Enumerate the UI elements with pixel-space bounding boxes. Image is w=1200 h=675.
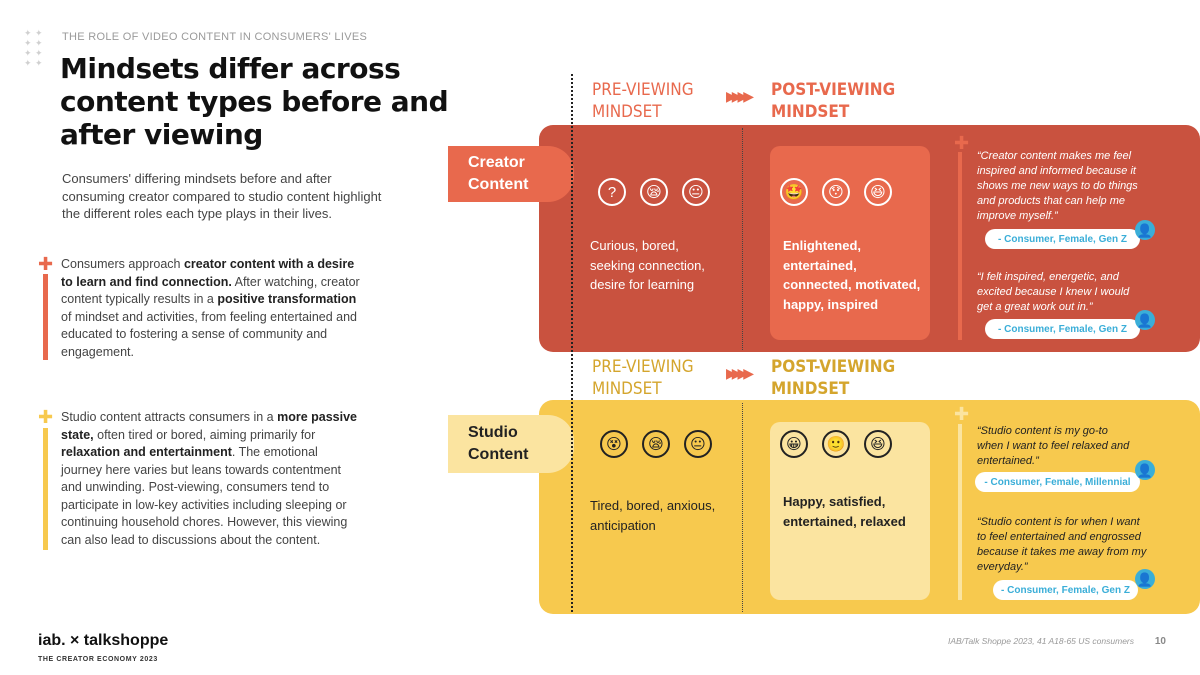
studio-quote-1-attribution: - Consumer, Female, Millennial — [975, 472, 1140, 492]
creator-accent-bar — [43, 274, 48, 360]
star-eyes-face-icon: 🤩 — [780, 178, 808, 206]
post-viewing-divider — [742, 128, 743, 350]
user-avatar-icon: 👤 — [1135, 220, 1155, 240]
eyebrow-label: THE ROLE OF VIDEO CONTENT IN CONSUMERS' … — [62, 31, 368, 43]
pre-viewing-divider — [571, 74, 573, 612]
creator-pre-description: Curious, bored, seeking connection, desi… — [590, 238, 705, 292]
surprised-face-icon: 😯 — [822, 178, 850, 206]
studio-quote-2-attribution: - Consumer, Female, Gen Z — [993, 580, 1138, 600]
creator-post-emojis: 🤩 😯 😆 — [780, 178, 892, 206]
studio-pre-emojis: 😵 😪 😐 — [600, 430, 712, 458]
dizzy-face-icon: 😵 — [600, 430, 628, 458]
thinking-head-icon: ? — [598, 178, 626, 206]
plus-icon: ✚ — [38, 407, 54, 427]
studio-quote-1: “Studio content is my go-to when I want … — [977, 425, 1130, 467]
page-title: Mindsets differ across content types bef… — [60, 52, 449, 151]
user-avatar-icon: 👤 — [1135, 460, 1155, 480]
creator-post-description: Enlightened, entertained, connected, mot… — [783, 238, 921, 312]
studio-quote-bar — [958, 424, 962, 600]
plus-icon: ✚ — [954, 133, 970, 153]
creator-paragraph: Consumers approach creator content with … — [61, 257, 360, 359]
creator-quote-2-attribution: - Consumer, Female, Gen Z — [985, 319, 1140, 339]
creator-quote-1-attribution: - Consumer, Female, Gen Z — [985, 229, 1140, 249]
laughing-face-icon: 😆 — [864, 430, 892, 458]
plus-icon: ✚ — [954, 404, 970, 424]
studio-quote-2: “Studio content is for when I want to fe… — [977, 516, 1147, 573]
chevrons-icon: ▶▶▶▶ — [726, 88, 754, 104]
studio-accent-bar — [43, 428, 48, 550]
sleepy-face-icon: 😪 — [640, 178, 668, 206]
page-number: 10 — [1154, 636, 1166, 647]
brand-logo: iab. × talkshoppe — [38, 632, 169, 649]
user-avatar-icon: 👤 — [1135, 569, 1155, 589]
neutral-face-icon: 😐 — [684, 430, 712, 458]
studio-post-description: Happy, satisfied, entertained, relaxed — [783, 494, 906, 529]
brand-subtitle: THE CREATOR ECONOMY 2023 — [38, 656, 158, 663]
creator-quote-bar — [958, 152, 962, 340]
neutral-face-icon: 😐 — [682, 178, 710, 206]
studio-pre-description: Tired, bored, anxious, anticipation — [590, 498, 716, 533]
studio-paragraph: Studio content attracts consumers in a m… — [61, 410, 358, 547]
intro-text: Consumers' differing mindsets before and… — [62, 171, 382, 221]
creator-quote-2: “I felt inspired, energetic, and excited… — [977, 271, 1130, 313]
user-avatar-icon: 👤 — [1135, 310, 1155, 330]
studio-post-emojis: 😀 🙂 😆 — [780, 430, 892, 458]
plus-icon: ✚ — [38, 254, 54, 274]
grinning-face-icon: 😀 — [780, 430, 808, 458]
post-viewing-divider — [742, 403, 743, 612]
chevrons-icon: ▶▶▶▶ — [726, 365, 754, 381]
laughing-face-icon: 😆 — [864, 178, 892, 206]
smiling-face-icon: 🙂 — [822, 430, 850, 458]
decorative-dots: ✦✦✦✦✦✦✦✦ — [24, 28, 43, 68]
creator-pre-emojis: ? 😪 😐 — [598, 178, 710, 206]
creator-quote-1: “Creator content makes me feel inspired … — [977, 150, 1138, 222]
source-note: IAB/Talk Shoppe 2023, 41 A18-65 US consu… — [947, 636, 1134, 646]
sleepy-face-icon: 😪 — [642, 430, 670, 458]
